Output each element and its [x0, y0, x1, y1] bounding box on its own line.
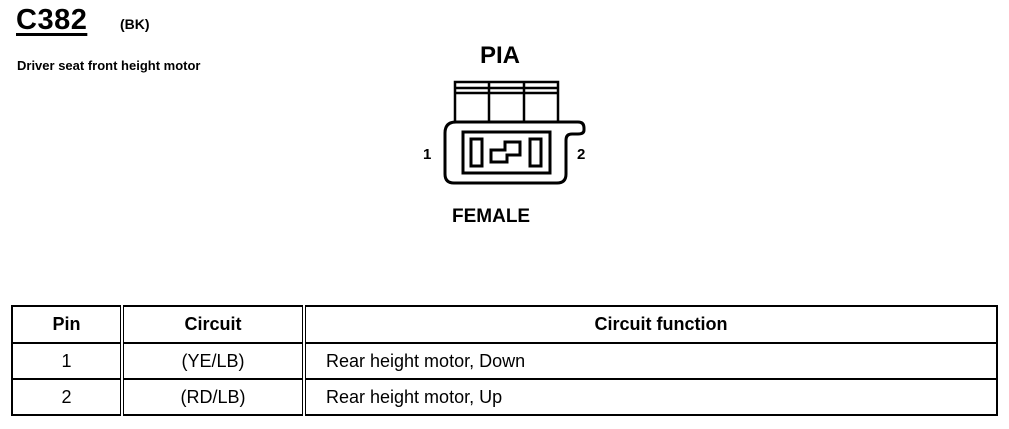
- pin-number-1: 1: [423, 146, 432, 163]
- cell-circuit-function: Rear height motor, Up: [303, 378, 998, 416]
- cell-circuit-function: Rear height motor, Down: [303, 342, 998, 380]
- cell-pin: 1: [11, 342, 124, 380]
- header-pin: Pin: [11, 305, 124, 344]
- connector-gender-label: FEMALE: [452, 206, 531, 227]
- cell-pin: 2: [11, 378, 124, 416]
- pin-number-2: 2: [577, 146, 586, 163]
- terminal-2: [528, 137, 543, 168]
- table-row: 1 (YE/LB) Rear height motor, Down: [11, 342, 998, 380]
- cell-circuit: (YE/LB): [121, 342, 306, 380]
- connector-view-label: PIA: [480, 42, 521, 69]
- connector-cavity-frame: [461, 130, 552, 175]
- table-row: 2 (RD/LB) Rear height motor, Up: [11, 378, 998, 416]
- connector-color: (BK): [120, 16, 150, 32]
- pin-assignment-table: Pin Circuit Circuit function 1 (YE/LB) R…: [11, 305, 998, 416]
- connector-key: [489, 140, 522, 164]
- connector-description: Driver seat front height motor: [17, 58, 201, 73]
- header-circuit: Circuit: [121, 305, 306, 344]
- table-header-row: Pin Circuit Circuit function: [11, 305, 998, 344]
- connector-code: C382: [16, 4, 88, 36]
- connector-top-rail: [453, 80, 560, 124]
- header-circuit-function: Circuit function: [303, 305, 998, 344]
- terminal-1: [469, 137, 484, 168]
- cell-circuit: (RD/LB): [121, 378, 306, 416]
